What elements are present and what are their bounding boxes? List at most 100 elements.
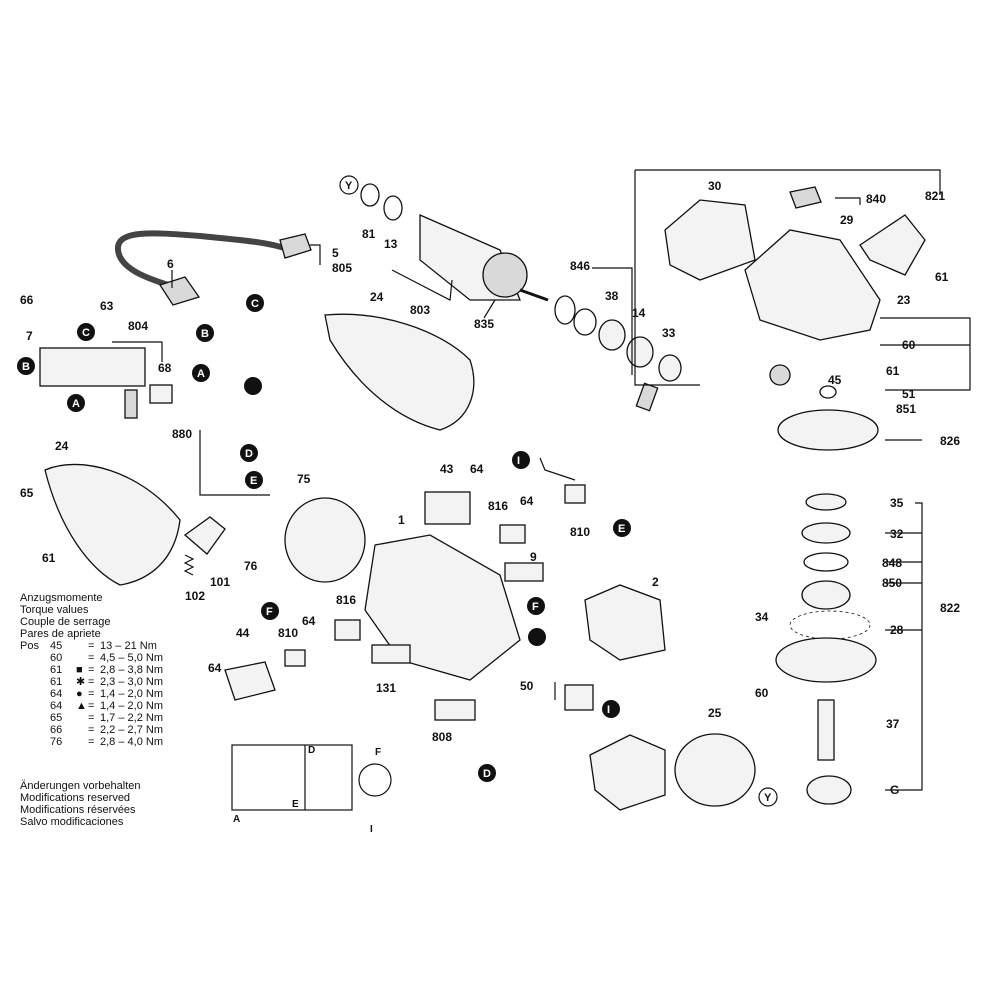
badge-y-top [339, 175, 359, 195]
ring-31 [674, 733, 756, 807]
torque-pos [20, 676, 50, 688]
callout-835: 835 [474, 317, 494, 331]
callout-2: 2 [652, 575, 659, 589]
torque-row: 61■=2,8 – 3,8 Nm [20, 664, 163, 676]
callout-64-top: 64 [470, 462, 484, 476]
callout-51: 51 [902, 387, 916, 401]
callout-848: 848 [882, 556, 902, 570]
callout-64-left: 64 [208, 661, 222, 675]
callout-76: 76 [244, 559, 258, 573]
spacer-51 [819, 385, 837, 399]
torque-mark [76, 712, 88, 724]
torque-pos-number: 61 [50, 664, 63, 676]
badge-b-switch [77, 323, 95, 341]
schematic-labels: D F E A I [233, 745, 381, 835]
callout-131: 131 [376, 681, 396, 695]
spindle-25 [817, 699, 835, 761]
torque-equals: = [88, 688, 95, 700]
callout-68: 68 [158, 361, 172, 375]
plate-808 [434, 699, 476, 721]
nut-35 [805, 493, 847, 511]
field-2 [584, 584, 666, 661]
torque-row: 65=1,7 – 2,2 Nm [20, 712, 163, 724]
circlip-848 [803, 552, 849, 572]
callout-826: 826 [940, 434, 960, 448]
notice-en: Modifications reserved [20, 792, 131, 804]
torque-value: 2,2 – 2,7 Nm [100, 724, 163, 736]
badge-y-bottom-text: Y [764, 792, 772, 804]
callout-33: 33 [662, 326, 676, 340]
badge-i-suppressor [528, 628, 546, 646]
callout-805: 805 [332, 261, 352, 275]
switch-part-68 [149, 384, 173, 404]
callout-9: 9 [530, 550, 537, 564]
badge-g-switch-text: A [72, 398, 80, 410]
armature-fan [482, 252, 528, 298]
torque-mark [76, 652, 88, 664]
brush-holder-816-left [334, 619, 361, 641]
callout-804: 804 [128, 319, 148, 333]
cover-44 [224, 661, 276, 701]
callout-821: 821 [925, 189, 945, 203]
callout-24-top: 24 [370, 290, 384, 304]
torque-row: 76=2,8 – 4,0 Nm [20, 736, 163, 748]
callout-1: 1 [398, 513, 405, 527]
circlip [554, 295, 576, 325]
bevel-gear-826 [777, 409, 879, 451]
torque-pos [20, 652, 50, 664]
badge-g-switch [67, 394, 85, 412]
torque-value: 1,4 – 2,0 Nm [100, 700, 163, 712]
torque-heading-en: Torque values [20, 604, 89, 616]
torque-equals: = [88, 736, 95, 748]
brush-holder-43 [424, 491, 471, 525]
callout-61-left: 61 [42, 551, 56, 565]
callout-102: 102 [185, 589, 205, 603]
notice-es: Salvo modificaciones [20, 816, 124, 828]
callout-23: 23 [897, 293, 911, 307]
torque-mark [76, 736, 88, 748]
seal-32 [801, 522, 851, 544]
torque-value: 1,4 – 2,0 Nm [100, 688, 163, 700]
callout-35: 35 [890, 496, 904, 510]
torque-pos-number: 76 [50, 736, 63, 748]
callout-28: 28 [890, 623, 904, 637]
fan-75 [284, 497, 366, 583]
cover-23 [859, 214, 926, 276]
badge-b-switch-text: C [82, 327, 90, 339]
callout-43: 43 [440, 462, 454, 476]
schematic-e: F [375, 747, 381, 758]
torque-row: 64●=1,4 – 2,0 Nm [20, 688, 163, 700]
badge-g-wire-text: A [197, 368, 205, 380]
callout-7: 7 [26, 329, 33, 343]
badge-e-brush [261, 602, 279, 620]
schematic-g: A [233, 814, 240, 825]
torque-mark: ▲ [76, 700, 87, 712]
badge-c-stator-text: D [483, 768, 491, 780]
badge-c-stator [478, 764, 496, 782]
callout-50: 50 [520, 679, 534, 693]
switch-block [39, 347, 146, 387]
callout-61-mid: 61 [886, 364, 900, 378]
badge-d-field-text: E [618, 523, 625, 535]
badge-f-suppressor-text: I [607, 704, 610, 716]
callout-5: 5 [332, 246, 339, 260]
torque-row: 60=4,5 – 5,0 Nm [20, 652, 163, 664]
torque-equals: = [88, 712, 95, 724]
callout-34: 34 [755, 610, 769, 624]
callout-851: 851 [896, 402, 916, 416]
callout-32: 32 [890, 527, 904, 541]
callout-6: 6 [167, 257, 174, 271]
torque-pos-number: 64 [50, 700, 63, 712]
callout-75: 75 [297, 472, 311, 486]
badge-b-cable [246, 294, 264, 312]
callout-24-left: 24 [55, 439, 69, 453]
callout-29: 29 [840, 213, 854, 227]
torque-equals: = [88, 640, 95, 652]
callout-840: 840 [866, 192, 886, 206]
torque-row: 64▲=1,4 – 2,0 Nm [20, 700, 163, 712]
callout-45: 45 [828, 373, 842, 387]
leader-lines [112, 169, 971, 791]
torque-mark: ● [76, 688, 83, 700]
badge-d-wire [245, 471, 263, 489]
